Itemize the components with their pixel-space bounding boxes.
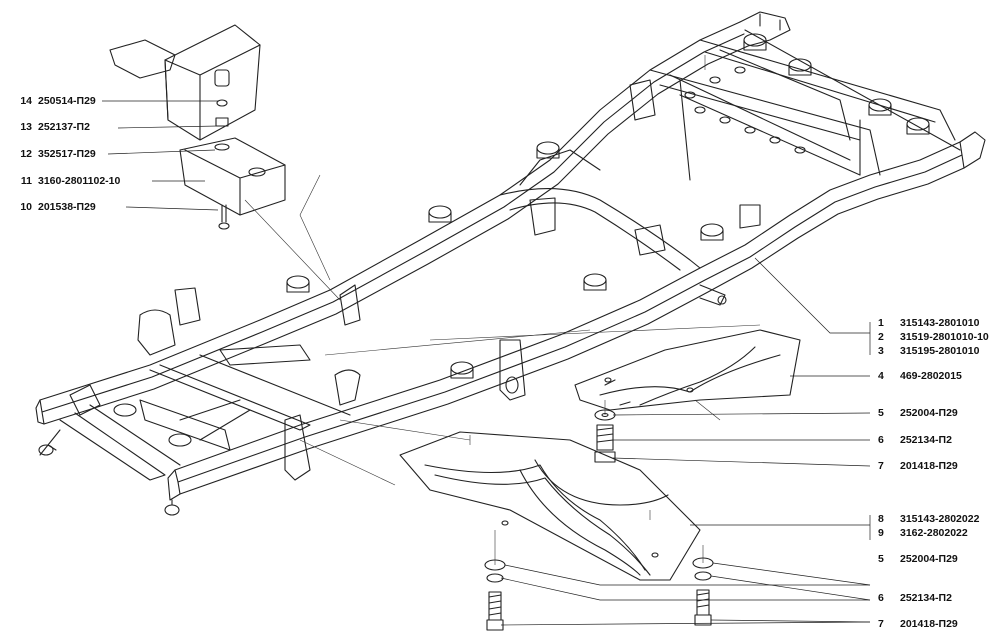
frame-right-side-rail [174,141,965,495]
leader-lines [102,100,871,626]
body-mount-pads [113,33,930,447]
frame-cross-members [59,39,956,481]
fastener-set-upper [594,409,616,463]
plate-4-outline [574,329,801,411]
rear-cross-member-holes [684,66,806,154]
frame-front-end [35,384,181,516]
rear-spring-brackets [529,79,761,306]
front-suspension-brackets [137,284,526,481]
bracket-assembly-exploded [109,24,286,230]
frame-rear-end [739,11,986,169]
fastener-set-lower-left [484,559,506,631]
assembly-guide-lines [244,55,761,565]
plate-8-9-outline [399,431,701,581]
fastener-set-lower-right [692,557,714,626]
